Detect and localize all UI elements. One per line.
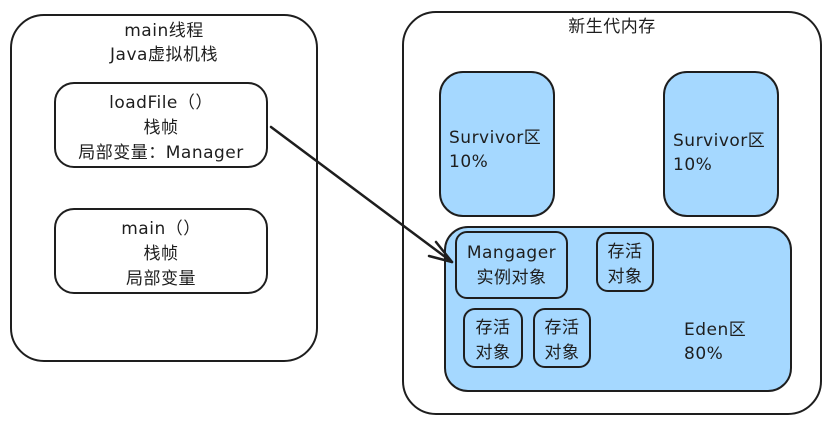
stack-panel-title-line1: main线程 [124,21,204,41]
main-frame-label: 栈帧 [143,243,179,264]
main-frame-local-variable: 局部变量 [126,268,196,289]
survivor-space-left [439,71,555,217]
live-object: 存活 对象 [463,308,523,368]
survivor-left-percent: 10% [449,152,489,172]
manager-object-name: Mangager [466,242,557,263]
survivor-left-label: Survivor区 [449,128,542,148]
live-object: 存活 对象 [533,308,591,368]
stack-frame-main: main（） 栈帧 局部变量 [54,208,268,294]
stack-panel-title-line2: Java虚拟机栈 [110,45,218,65]
live-object-line1: 存活 [475,318,511,338]
live-object: 存活 对象 [596,232,654,292]
loadfile-frame-local-variable: 局部变量：Manager [78,142,244,163]
manager-instance-object: Mangager 实例对象 [455,231,568,299]
eden-label: Eden区 [684,320,747,340]
live-object-line2: 对象 [544,343,580,363]
loadfile-frame-method: loadFile（） [109,92,213,113]
loadfile-frame-label: 栈帧 [143,117,179,138]
eden-percent: 80% [684,344,724,364]
survivor-right-label: Survivor区 [673,131,766,151]
young-generation-title: 新生代内存 [568,17,656,37]
stack-frame-loadfile: loadFile（） 栈帧 局部变量：Manager [54,82,268,168]
survivor-space-right [663,71,779,217]
manager-object-kind: 实例对象 [476,267,547,288]
live-object-line2: 对象 [607,267,643,287]
live-object-line1: 存活 [544,318,580,338]
live-object-line2: 对象 [475,343,511,363]
main-frame-method: main（） [121,218,201,239]
live-object-line1: 存活 [607,242,643,262]
survivor-right-percent: 10% [673,155,713,175]
